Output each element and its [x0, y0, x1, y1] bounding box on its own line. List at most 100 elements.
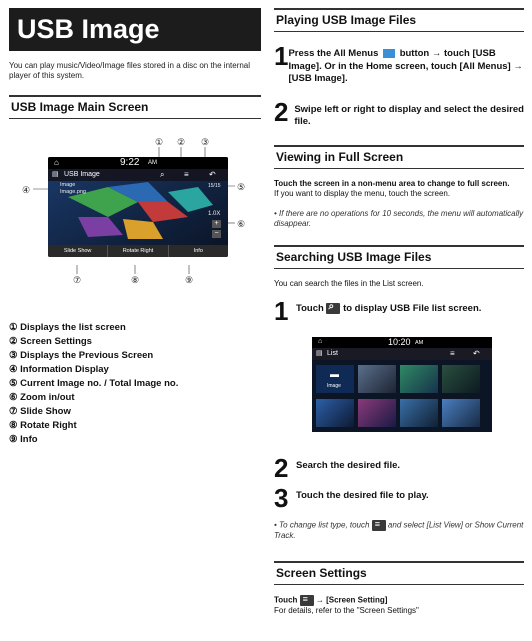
callout-7: ⑦	[73, 275, 82, 285]
zoom-out-button[interactable]: −	[212, 230, 221, 238]
callout-3: ③	[201, 137, 210, 147]
legend-item: ⑧ Rotate Right	[9, 420, 77, 431]
settings-detail: For details, refer to the "Screen Settin…	[274, 605, 419, 615]
legend-item: ① Displays the list screen	[9, 322, 126, 333]
zoom-in-button[interactable]: +	[212, 220, 221, 228]
list-tile[interactable]	[316, 398, 354, 427]
info-button[interactable]: Info	[193, 248, 203, 254]
tile-label: Image	[327, 382, 341, 389]
fullscreen-instruction: Touch the screen in a non-menu area to c…	[274, 178, 510, 188]
list-screen: ⌂ 10:20 AM ▤ List ≡ ↶ ▬ Image	[312, 336, 492, 432]
legend-item: ⑤ Current Image no. / Total Image no.	[9, 378, 179, 389]
search-intro: You can search the files in the List scr…	[274, 278, 424, 288]
list-tile-image-folder[interactable]: ▬ Image	[316, 364, 354, 393]
playing-heading: Playing USB Image Files	[274, 8, 524, 32]
clock: 9:22	[120, 157, 140, 168]
step2-text: Swipe left or right to display and selec…	[294, 103, 524, 128]
legend-list: ① Displays the list screen ② Screen Sett…	[9, 321, 261, 447]
play-step-1: 1 Press the All Menus button → touch [US…	[274, 42, 524, 86]
settings-heading: Screen Settings	[274, 560, 524, 585]
list-tile[interactable]	[442, 398, 480, 427]
settings-text-b: → [Screen Setting]	[315, 595, 388, 605]
status-bar: ⌂ 9:22 AM	[48, 157, 228, 169]
step1-text-b: button → touch [USB Image]. Or in the Ho…	[288, 48, 523, 84]
s3-text: Touch the desired file to play.	[296, 489, 429, 501]
step-number: 1	[274, 295, 289, 326]
main-screen-diagram: ① ② ③ ④ ⑤ ⑥ ⑦ ⑧ ⑨	[9, 137, 261, 287]
legend-item: ⑥ Zoom in/out	[9, 392, 75, 403]
fullscreen-note: • If there are no operations for 10 seco…	[274, 208, 524, 228]
page-title: USB Image	[9, 8, 261, 51]
step-number: 2	[274, 96, 289, 127]
list-status-bar: ⌂ 10:20 AM	[312, 336, 492, 348]
home-icon[interactable]: ⌂	[318, 337, 323, 345]
list-icon: ▤	[316, 349, 323, 357]
leader-lines	[33, 147, 235, 274]
list-tile[interactable]	[442, 364, 480, 393]
clock-ampm: AM	[148, 160, 157, 166]
step-number: 1	[274, 41, 289, 71]
callout-4: ④	[22, 185, 31, 195]
search-step-1: 1 Touch ⌕ to display USB File list scree…	[274, 297, 524, 325]
left-column: USB Image You can play music/Video/Image…	[9, 8, 261, 447]
list-clock: 10:20	[388, 336, 411, 347]
step1-text-a: Press the All Menus	[288, 48, 379, 59]
all-menus-icon	[383, 48, 396, 58]
search-heading: Searching USB Image Files	[274, 244, 524, 269]
back-icon[interactable]: ↶	[209, 170, 216, 179]
header-title: USB Image	[64, 171, 100, 178]
menu-icon[interactable]: ≡	[450, 348, 455, 358]
settings-instruction: Touch ≡ → [Screen Setting]	[274, 594, 524, 606]
settings-text-a: Touch	[274, 595, 298, 605]
list-clock-ampm: AM	[415, 339, 424, 346]
callout-2: ②	[177, 137, 186, 147]
step-number: 3	[274, 482, 289, 513]
step-number: 2	[274, 452, 289, 483]
callout-9: ⑨	[185, 275, 194, 285]
legend-item: ⑨ Info	[9, 434, 38, 445]
search-step-3: 3 Touch the desired file to play.	[274, 484, 524, 512]
s1-text-b: to display USB File list screen.	[343, 302, 482, 314]
callout-6: ⑥	[237, 219, 246, 229]
bottom-bar: Slide Show Rotate Right Info	[48, 245, 228, 257]
menu-icon: ≡	[299, 594, 314, 606]
callout-1: ①	[155, 137, 164, 147]
main-screen-heading: USB Image Main Screen	[9, 95, 261, 119]
search-step-2: 2 Search the desired file.	[274, 454, 524, 482]
list-type-note: • To change list type, touch ≡ and selec…	[274, 519, 524, 541]
legend-item: ⑦ Slide Show	[9, 406, 71, 417]
slide-show-button[interactable]: Slide Show	[48, 245, 109, 257]
play-step-2: 2 Swipe left or right to display and sel…	[274, 98, 524, 129]
info-row-folder: Image	[60, 182, 76, 188]
intro-text: You can play music/Video/Image files sto…	[9, 61, 251, 80]
list-tile[interactable]	[358, 364, 396, 393]
note-text-b: and select [List View] or Show Current T…	[274, 520, 524, 540]
zoom-level: 1.0X	[208, 211, 221, 217]
menu-icon: ≡	[371, 519, 386, 531]
image-counter: 15/15	[208, 183, 221, 189]
list-title: List	[327, 349, 338, 357]
list-tile[interactable]	[400, 398, 438, 427]
note-text-a: • To change list type, touch	[274, 520, 370, 530]
legend-item: ② Screen Settings	[9, 336, 92, 347]
search-icon[interactable]: ⌕	[160, 170, 165, 179]
right-column: Playing USB Image Files 1 Press the All …	[274, 8, 524, 616]
info-row-file: Image.png	[60, 189, 86, 195]
home-icon[interactable]: ⌂	[54, 158, 59, 167]
list-icon[interactable]: ▤	[52, 171, 59, 178]
s2-text: Search the desired file.	[296, 459, 401, 471]
callout-8: ⑧	[131, 275, 140, 285]
list-tile[interactable]	[358, 398, 396, 427]
s1-text-a: Touch	[296, 302, 324, 314]
search-icon: ⌕	[326, 301, 341, 314]
usb-image-screen: ⌂ 9:22 AM ▤ USB Image ⌕ ≡ ↶ Image Image.…	[48, 157, 228, 257]
menu-icon[interactable]: ≡	[184, 170, 189, 179]
rotate-right-button[interactable]: Rotate Right	[108, 245, 169, 257]
fullscreen-heading: Viewing in Full Screen	[274, 144, 524, 169]
fullscreen-detail: If you want to display the menu, touch t…	[274, 188, 451, 198]
legend-item: ④ Information Display	[9, 364, 109, 375]
legend-item: ③ Displays the Previous Screen	[9, 350, 154, 361]
callout-5: ⑤	[237, 182, 246, 192]
list-tile[interactable]	[400, 364, 438, 393]
back-icon[interactable]: ↶	[473, 348, 480, 358]
